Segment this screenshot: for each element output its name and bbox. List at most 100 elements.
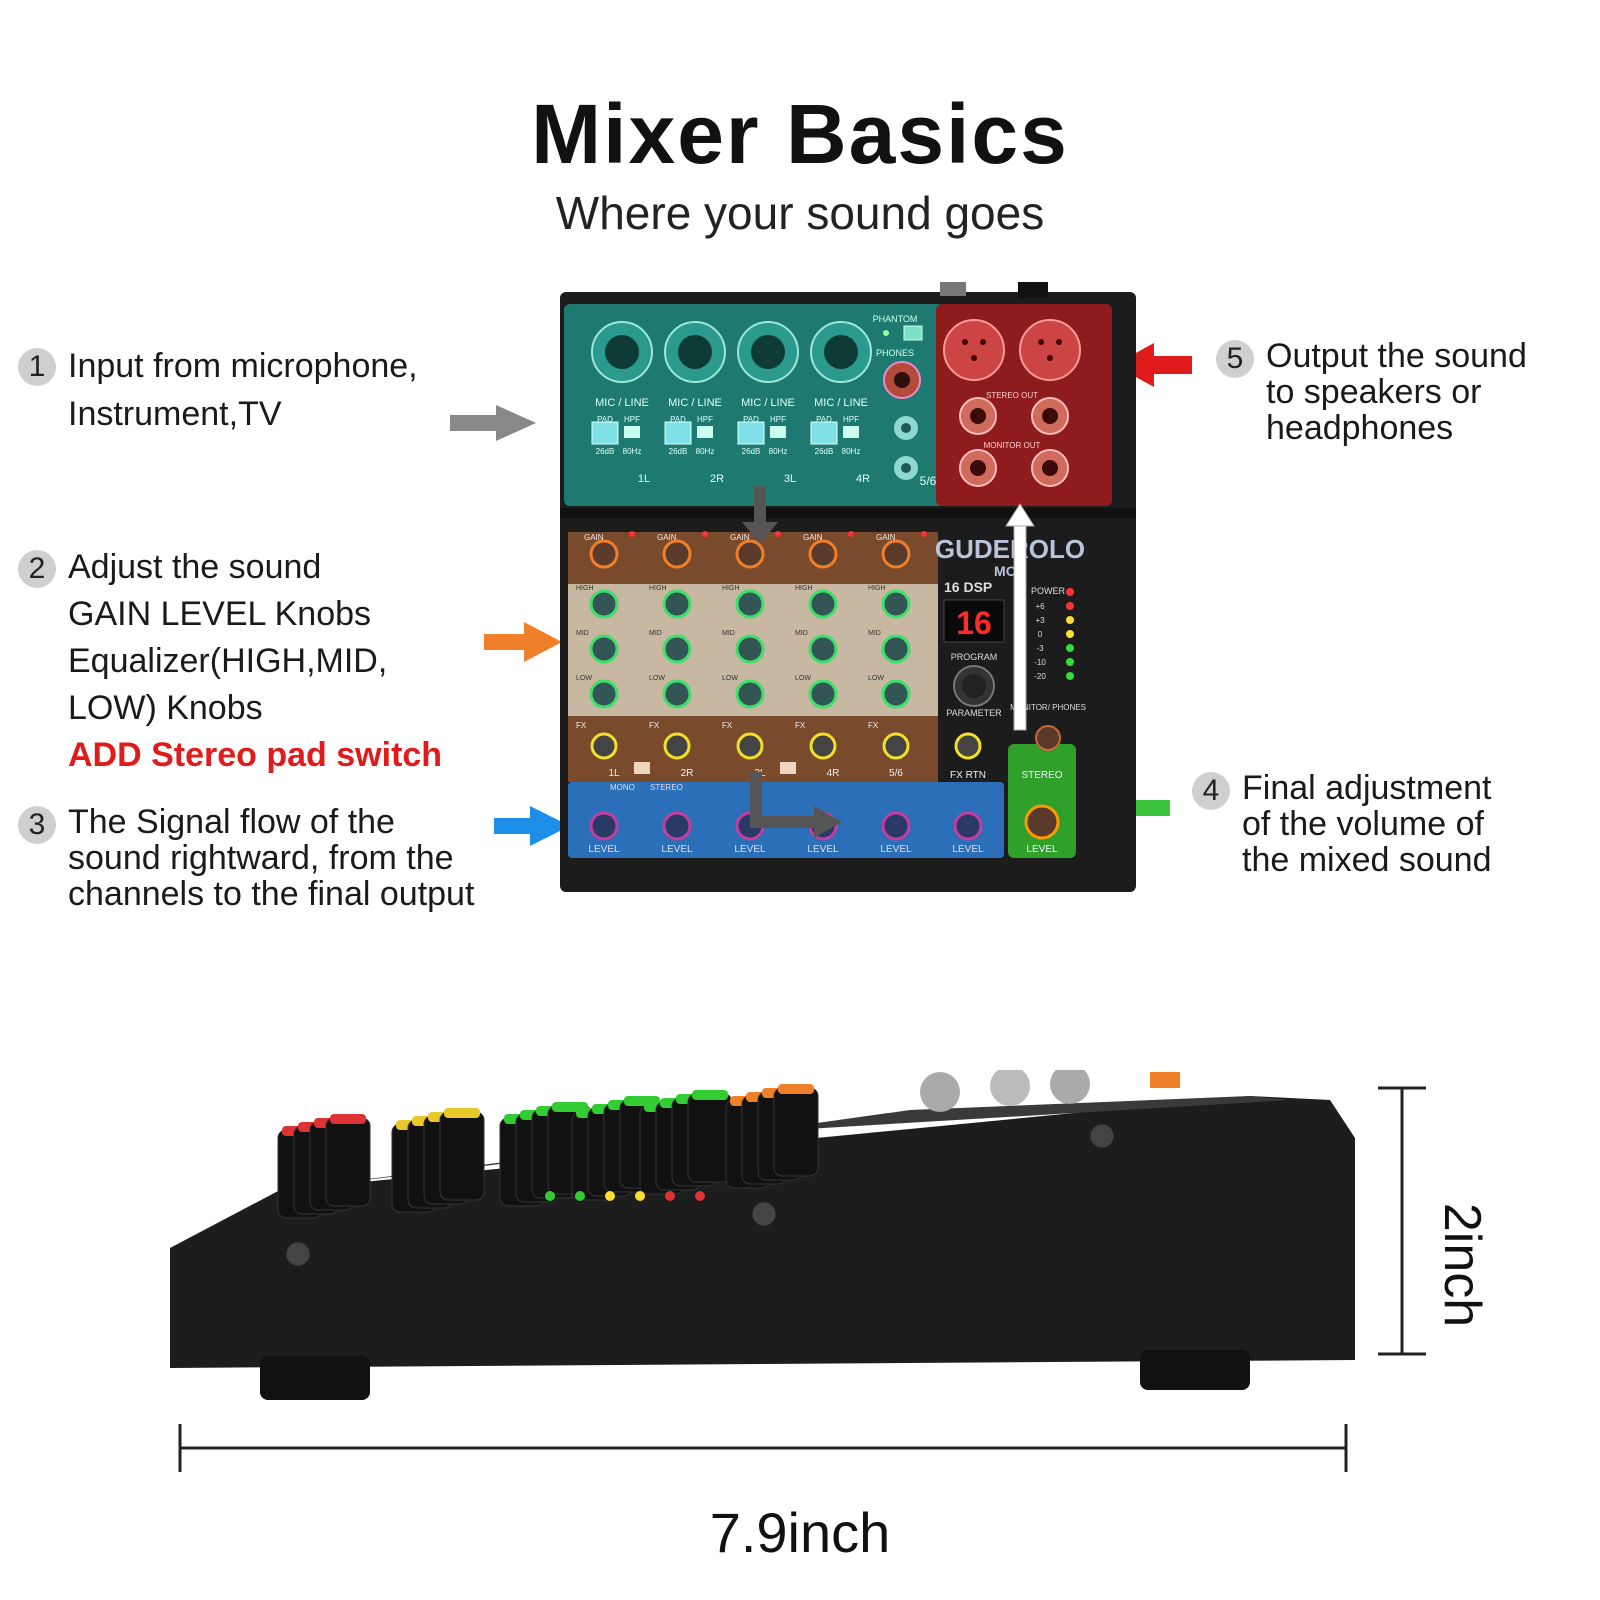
pad-switch xyxy=(591,421,619,445)
level-label: LEVEL xyxy=(588,844,620,855)
clip-led xyxy=(775,531,781,537)
stereo-pad-switch xyxy=(634,762,650,774)
pad-label: PAD xyxy=(670,415,686,424)
monitor-phones-label: MONITOR/ PHONES xyxy=(1010,703,1086,712)
high-label: HIGH xyxy=(576,585,594,592)
callout-number-badge: 2 xyxy=(18,550,56,588)
callout-number-badge: 4 xyxy=(1192,772,1230,810)
meter-led xyxy=(1066,672,1074,680)
parameter-label: PARAMETER xyxy=(946,708,1002,718)
level-label: LEVEL xyxy=(807,844,839,855)
parameter-encoder-cap xyxy=(962,674,986,698)
mid-label: MID xyxy=(722,630,735,637)
master-level-label: LEVEL xyxy=(1026,844,1058,855)
side-led xyxy=(665,1191,675,1201)
meter-scale-label: +3 xyxy=(1035,616,1045,625)
gain-knob xyxy=(735,539,765,569)
phantom-led xyxy=(883,330,889,336)
gain-label: GAIN xyxy=(730,533,750,542)
meter-led xyxy=(1066,602,1074,610)
high-label: HIGH xyxy=(722,585,740,592)
high-eq-knob xyxy=(735,589,765,619)
master-level-knob xyxy=(1024,804,1060,840)
combo-jack-hole xyxy=(605,335,639,369)
callout-number-badge: 1 xyxy=(18,348,56,386)
width-dimension-label: 7.9inch xyxy=(709,1501,891,1564)
stereo-out-jack-left-hole xyxy=(970,408,986,424)
mid-eq-knob xyxy=(881,634,911,664)
mid-label: MID xyxy=(649,630,662,637)
gain-label: GAIN xyxy=(584,533,604,542)
fx-knob xyxy=(882,732,910,760)
pad-switch xyxy=(810,421,838,445)
stereo-pad-switch xyxy=(780,762,796,774)
low-label: LOW xyxy=(576,675,592,682)
power-switch xyxy=(1018,282,1048,298)
monitor-out-jack-left-hole xyxy=(970,460,986,476)
stereo-out-label: STEREO OUT xyxy=(986,391,1038,400)
pad-switch xyxy=(737,421,765,445)
side-knob-cap xyxy=(330,1114,366,1124)
mid-label: MID xyxy=(576,630,589,637)
clip-led xyxy=(702,531,708,537)
gain-knob xyxy=(662,539,692,569)
program-display-value: 16 xyxy=(956,605,992,641)
side-led xyxy=(695,1191,705,1201)
screw-icon xyxy=(1089,1123,1115,1149)
pad-label: PAD xyxy=(743,415,759,424)
strip-channel-label: 5/6 xyxy=(889,768,903,779)
gain-label: GAIN xyxy=(657,533,677,542)
channel-label: 2R xyxy=(710,473,724,485)
mid-eq-knob xyxy=(662,634,692,664)
power-led xyxy=(1066,588,1074,596)
channel-label: 1L xyxy=(638,473,650,485)
brand-name: GUDEROLO xyxy=(935,534,1085,564)
low-eq-knob xyxy=(881,679,911,709)
callout-line: Adjust the sound xyxy=(68,548,322,586)
side-knob-cap xyxy=(444,1108,480,1118)
monitor-out-jack-right-hole xyxy=(1042,460,1058,476)
gain-label: GAIN xyxy=(876,533,896,542)
rubber-foot-left xyxy=(260,1356,370,1400)
screw-icon xyxy=(751,1201,777,1227)
side-knob-cap xyxy=(778,1084,814,1094)
level-knob xyxy=(589,811,619,841)
mono-label: MONO xyxy=(610,783,635,792)
strip-channel-label: 2R xyxy=(681,768,694,779)
channel-label: 4R xyxy=(856,473,870,485)
clip-led xyxy=(921,531,927,537)
combo-jack-hole xyxy=(824,335,858,369)
high-label: HIGH xyxy=(868,585,886,592)
callout-adjust: 2 Adjust the sound GAIN LEVEL Knobs Equa… xyxy=(18,544,442,779)
fx-label: FX xyxy=(576,721,587,730)
fx-knob xyxy=(663,732,691,760)
flow-arrow-down-icon xyxy=(742,486,778,544)
dsp-label: 16 DSP xyxy=(944,579,992,595)
callout-number-badge: 5 xyxy=(1216,340,1254,378)
mic-line-label: MIC / LINE xyxy=(668,397,722,409)
mid-label: MID xyxy=(795,630,808,637)
side-top-jacks xyxy=(920,1070,1180,1112)
stereo-out-jack-right-hole xyxy=(1042,408,1058,424)
fx-label: FX xyxy=(722,721,733,730)
flow-arrow-right-icon xyxy=(750,772,842,838)
combo-jack-hole xyxy=(678,335,712,369)
hpf-hz-label: 80Hz xyxy=(623,447,642,456)
gain-knob xyxy=(808,539,838,569)
arrow-adjust-icon xyxy=(484,622,562,662)
callout-line: Output the sound xyxy=(1266,337,1527,375)
arrow-input-icon xyxy=(450,405,536,441)
gain-knob xyxy=(881,539,911,569)
fx-rtn-label: FX RTN xyxy=(950,770,986,781)
side-top-plate xyxy=(280,1096,1290,1190)
hpf-hz-label: 80Hz xyxy=(842,447,861,456)
page-subtitle: Where your sound goes xyxy=(555,187,1045,239)
high-label: HIGH xyxy=(649,585,667,592)
stereo-label: STEREO xyxy=(650,783,683,792)
callout-line: sound rightward, from the xyxy=(68,839,454,877)
side-led xyxy=(545,1191,555,1201)
clip-led xyxy=(848,531,854,537)
low-label: LOW xyxy=(722,675,738,682)
fx-rtn-knob xyxy=(954,732,982,760)
side-chassis xyxy=(170,1096,1355,1368)
